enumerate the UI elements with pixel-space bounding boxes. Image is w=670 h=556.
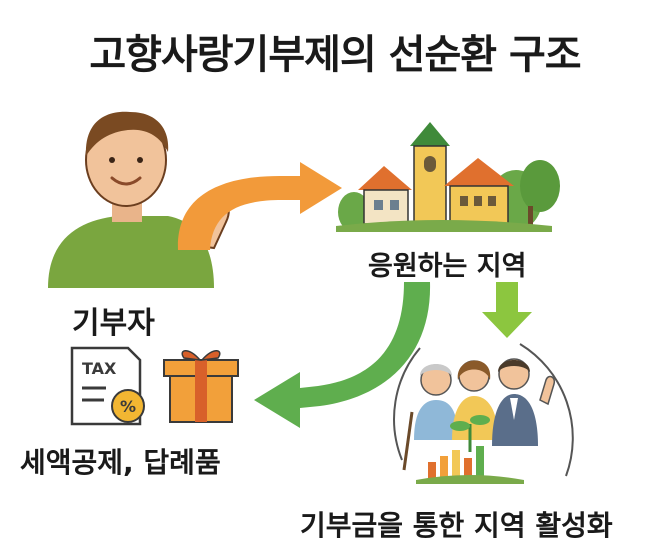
gift-box-icon [163,350,239,423]
donor-label: 기부자 [72,306,155,341]
arrow-region-to-activation-icon [482,282,532,338]
region-label: 응원하는 지역 [368,251,527,282]
activation-label: 기부금을 통한 지역 활성화 [300,509,613,542]
page-title: 고향사랑기부제의 선순환 구조 [89,32,581,78]
arrow-region-to-benefit-icon [254,282,431,428]
community-people-icon [393,343,574,484]
arrow-donor-to-region-icon [177,162,342,250]
tax-text: TAX [82,359,117,378]
village-icon [336,122,560,232]
benefit-label: 세액공제, 답례품 [20,446,221,479]
percent-text: % [120,397,136,416]
tax-document-icon: TAX % [70,346,145,426]
